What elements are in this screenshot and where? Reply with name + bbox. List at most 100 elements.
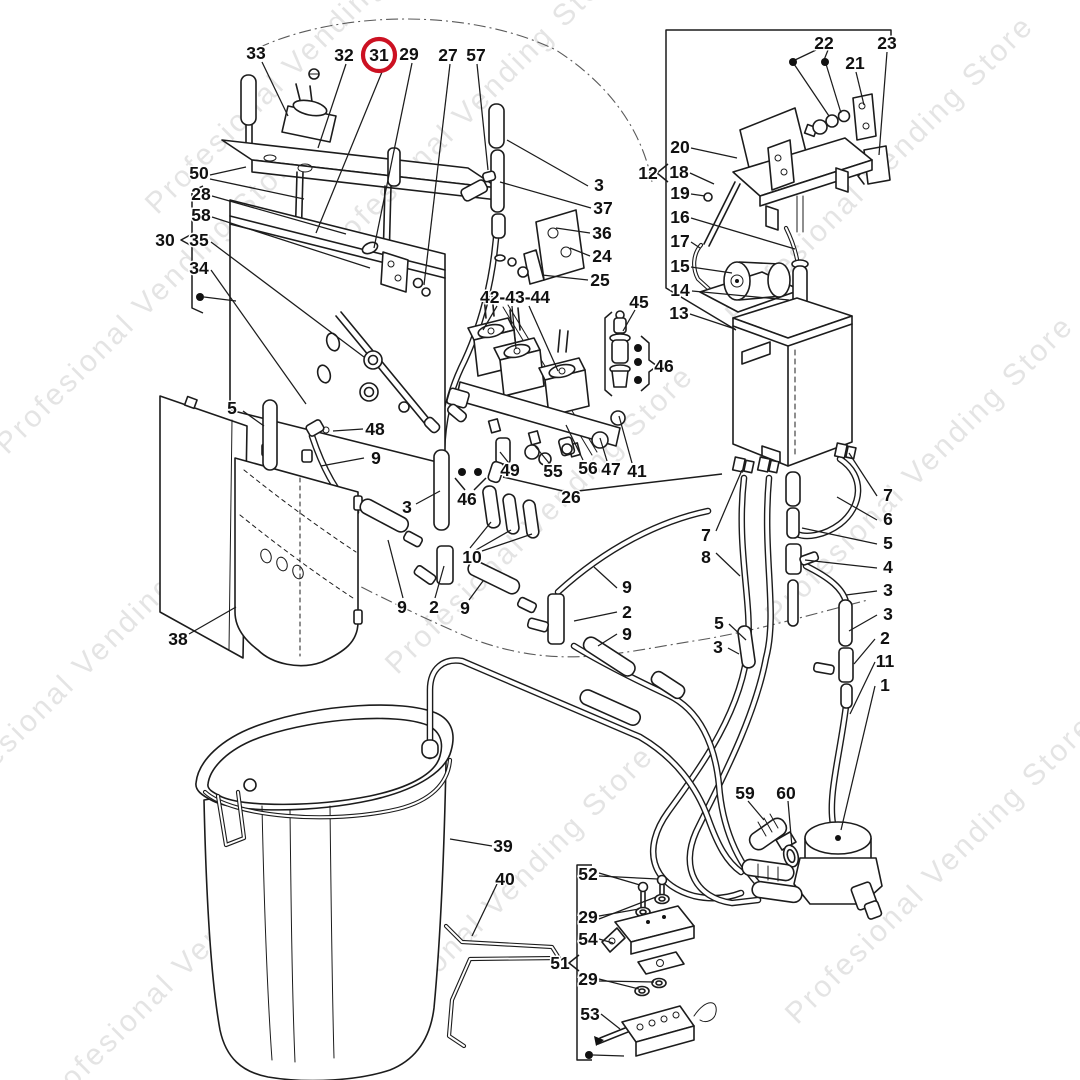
part-label-18: 18 [669,162,689,182]
leader-line-28 [211,195,347,235]
leader-line-38 [188,606,237,635]
part-label-12: 12 [638,163,658,183]
part-label-27: 27 [438,45,457,65]
leader-line-9e [597,633,618,647]
wire-rod-40 [443,923,562,1049]
tee-2b [526,593,565,645]
solenoid-valve-2 [493,337,545,397]
brace-46b [454,477,466,491]
leader-line-7a [848,452,878,497]
part-label-24: 24 [592,246,612,266]
solenoid-manifold-42-43-44 [446,293,626,484]
part-label-9a: 9 [371,448,381,468]
leader-line-3e [727,647,740,655]
leader-line-5b [801,527,878,545]
part-label-49: 49 [500,460,520,480]
pump-motor-15 [699,261,801,313]
filters-10 [482,485,540,539]
water-tank-left [234,399,363,667]
leader-line-52 [598,875,659,880]
group-brackets [576,29,892,1061]
leader-line-6 [836,496,878,521]
leader-line-13 [689,313,736,330]
part-label-22: 22 [814,33,834,53]
part-label-58: 58 [191,205,211,225]
leader-line-8 [715,552,741,577]
pin-50 [240,74,257,126]
leader-line-41 [618,415,633,464]
leader-line-34 [210,269,307,405]
part-label-9e: 9 [622,624,632,644]
leader-line-3a [506,139,589,187]
part-label-7b: 7 [701,525,711,545]
leader-line-2b [573,611,618,622]
reference-dot [821,58,829,66]
tee-2a [413,545,454,586]
air-valve-45-46 [609,310,631,388]
part-label-41: 41 [627,461,647,481]
leader-line-22 [794,49,817,61]
part-label-56: 56 [578,458,598,478]
leader-line-23 [878,51,888,156]
part-label-2b: 2 [622,602,632,622]
tube-9-mid [467,560,521,595]
leader-line-1 [840,685,876,831]
leader-line-29c [598,980,655,983]
leader-line-47 [599,437,608,462]
brace-51 [568,954,580,972]
leader-line-5c [728,623,747,641]
part-label-37: 37 [593,198,612,218]
part-label-16: 16 [670,207,690,227]
bracket-cluster-29-27 [361,241,431,297]
leader-line-10 [475,529,512,551]
inlet-fitting-22 [803,109,851,138]
part-label-29b: 29 [578,907,598,927]
leader-line-20 [690,147,738,159]
part-label-46a: 46 [654,356,674,376]
bucket-feed-hose [421,657,745,876]
canister-13 [731,297,857,709]
leader-line-9c [468,580,484,601]
leader-line-2c [853,638,876,665]
tube-5 [262,399,278,471]
part-label-23: 23 [877,33,897,53]
part-label-59: 59 [735,783,755,803]
switch-53 [594,1002,717,1057]
part-label-60: 60 [776,783,796,803]
part-label-50: 50 [189,163,209,183]
part-label-19: 19 [670,183,690,203]
shaft-58-grommets-35 [335,311,441,434]
inlet-valve-group [741,813,883,920]
leader-line-31 [315,71,383,234]
leader-line-54 [598,938,614,944]
leader-line-49 [499,451,509,463]
part-label-5c: 5 [714,613,724,633]
tube-3-top [488,103,505,149]
part-label-38: 38 [168,629,188,649]
part-label-42-43-44: 42-43-44 [480,287,550,307]
leader-line-3c [845,590,878,596]
leader-line-7b [715,469,743,532]
leader-line-29b [598,908,640,917]
part-label-33: 33 [246,43,266,63]
braces [180,163,723,972]
washer-60 [782,844,800,868]
reference-dot [458,468,466,476]
reference-dot [789,58,797,66]
hose-clamp-7-right [833,442,857,460]
leader-line-60 [787,800,793,848]
part-label-20: 20 [670,137,690,157]
part-label-5a: 5 [227,398,237,418]
brace-26 [577,473,723,492]
reference-dot [634,344,642,352]
leader-line-17 [690,241,701,249]
part-label-2c: 2 [880,628,890,648]
part-label-32: 32 [334,45,354,65]
part-label-54: 54 [578,929,598,949]
leader-line-45 [622,309,636,332]
part-label-17: 17 [670,231,689,251]
plug-56 [558,436,576,457]
bracket-21 [852,93,877,141]
screw-19 [703,192,713,202]
